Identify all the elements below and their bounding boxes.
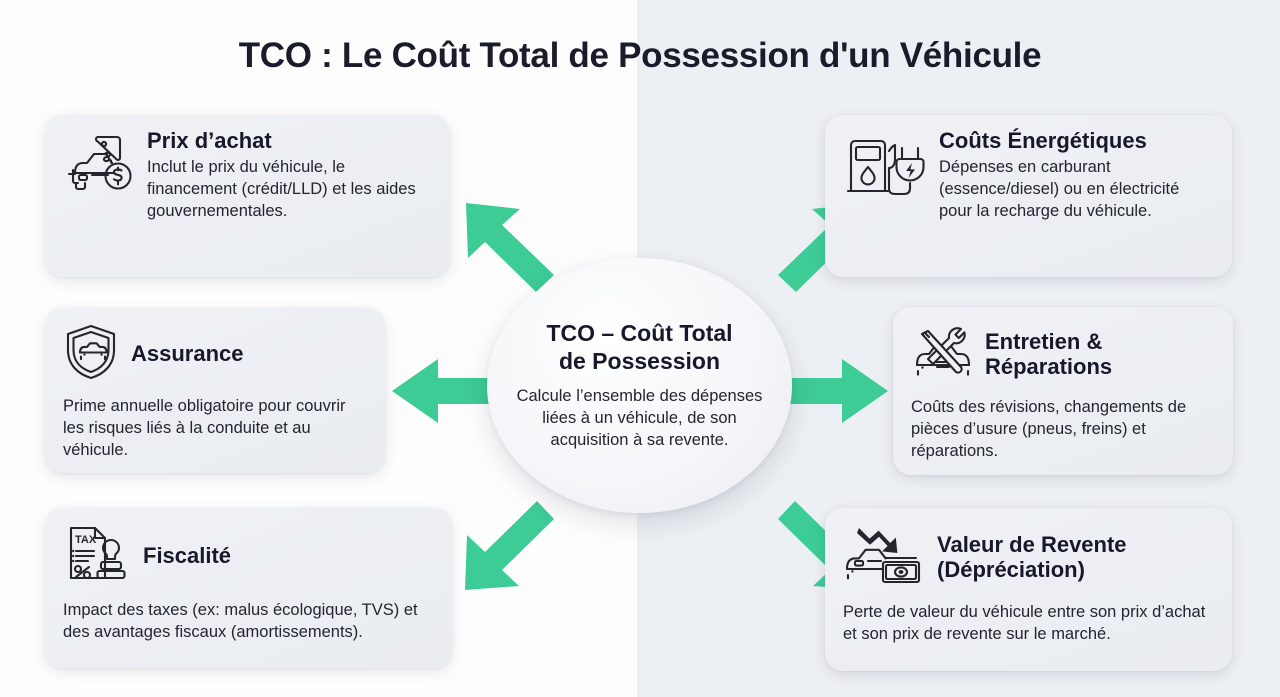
card-entretien-title-line1: Entretien & bbox=[985, 329, 1103, 355]
card-assurance[interactable]: Assurance Prime annuelle obligatoire pou… bbox=[45, 308, 385, 473]
card-prix-achat[interactable]: Prix d’achat Inclut le prix du véhicule,… bbox=[45, 115, 450, 277]
svg-text:TAX: TAX bbox=[75, 534, 97, 546]
arrow-left bbox=[392, 359, 508, 423]
card-entretien-title-line2: Réparations bbox=[985, 353, 1113, 379]
center-description: Calcule l’ensemble des dépenses liées à … bbox=[516, 387, 763, 450]
card-prix-achat-title: Prix d’achat bbox=[147, 128, 272, 153]
card-fiscalite-body: Impact des taxes (ex: malus écologique, … bbox=[63, 601, 418, 641]
car-price-tag-icon bbox=[63, 129, 137, 208]
center-circle: TCO – Coût Total de Possession Calcule l… bbox=[487, 258, 792, 513]
card-revente-title-line1: Valeur de Revente bbox=[937, 532, 1127, 558]
card-entretien-reparations[interactable]: Entretien & Réparations Coûts des révisi… bbox=[893, 307, 1233, 475]
card-revente-title-line2: (Dépréciation) bbox=[937, 556, 1085, 582]
arrow-down-left bbox=[465, 501, 554, 590]
card-couts-energetiques[interactable]: Coûts Énergétiques Dépenses en carburant… bbox=[825, 115, 1232, 277]
card-valeur-revente[interactable]: Valeur de Revente (Dépréciation) Perte d… bbox=[825, 508, 1232, 671]
center-title: TCO – Coût Total de Possession bbox=[546, 319, 732, 375]
card-fiscalite[interactable]: TAX Fiscalité Impact des taxes (ex: malu… bbox=[45, 508, 452, 668]
card-entretien-reparations-body: Coûts des révisions, changements de pièc… bbox=[911, 398, 1187, 460]
tax-document-stamp-icon: TAX bbox=[63, 522, 131, 591]
wrench-screwdriver-car-icon bbox=[911, 321, 973, 388]
page-title: TCO : Le Coût Total de Possession d'un V… bbox=[238, 36, 1042, 75]
card-valeur-revente-title: Valeur de Revente (Dépréciation) bbox=[937, 532, 1127, 582]
arrow-right bbox=[772, 359, 888, 423]
fuel-pump-plug-icon bbox=[843, 129, 929, 208]
center-title-line2: de Possession bbox=[558, 348, 721, 375]
card-prix-achat-body: Inclut le prix du véhicule, le financeme… bbox=[147, 158, 416, 221]
card-entretien-reparations-title: Entretien & Réparations bbox=[985, 329, 1113, 379]
center-title-line1: TCO – Coût Total bbox=[546, 320, 733, 347]
card-couts-energetiques-body: Dépenses en carburant (essence/diesel) o… bbox=[939, 158, 1180, 221]
arrow-up-left bbox=[466, 203, 554, 292]
shield-car-icon bbox=[63, 322, 119, 387]
card-couts-energetiques-title: Coûts Énergétiques bbox=[939, 128, 1147, 153]
center-node: TCO – Coût Total de Possession Calcule l… bbox=[487, 258, 792, 513]
card-assurance-title: Assurance bbox=[131, 341, 244, 367]
card-valeur-revente-body: Perte de valeur du véhicule entre son pr… bbox=[843, 603, 1206, 643]
card-assurance-body: Prime annuelle obligatoire pour couvrir … bbox=[63, 397, 346, 459]
card-fiscalite-title: Fiscalité bbox=[143, 543, 232, 569]
car-money-down-arrow-icon bbox=[843, 522, 925, 593]
